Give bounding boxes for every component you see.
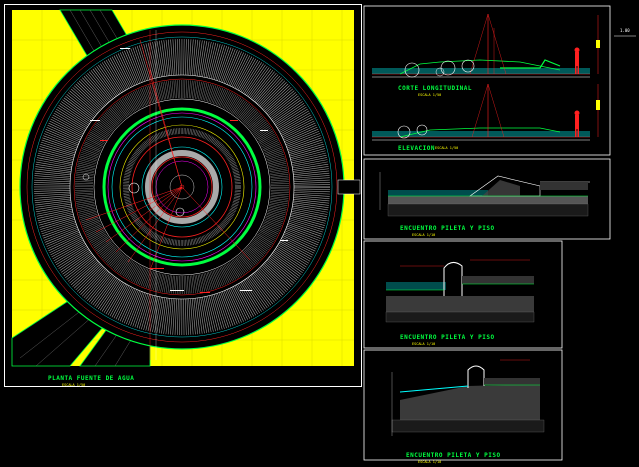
detail-sheet-1 [363,158,611,240]
callout-bubble [82,173,90,181]
detail2-scale: ESCALA 1/10 [412,342,436,346]
detail-sheet-2 [363,240,563,349]
dimension-rays [85,39,251,271]
plan-sheet [4,4,362,387]
detail2-title: ENCUENTRO PILETA Y PISO [400,334,495,341]
elevation-scale: ESCALA 1/50 [435,146,459,150]
detail3-scale: ESCALA 1/10 [418,460,442,464]
right-connector [337,179,361,195]
section-sheet [363,5,611,156]
center-basin [145,150,219,224]
section-scale: ESCALA 1/50 [418,93,442,97]
corner-marker: 1.00 [620,28,630,33]
radial-hatch-band [34,39,330,335]
plan-scale: ESCALA 1/50 [62,383,86,387]
detail-sheet-3 [363,349,563,461]
gravel-layer-2 [386,296,534,312]
gravel-layer [388,196,588,204]
detail3-title: ENCUENTRO PILETA Y PISO [406,452,501,459]
gravel-layer-3 [400,384,540,426]
elevation-title: ELEVACION [398,145,436,152]
callout-bubble [175,207,185,217]
section-title: CORTE LONGITUDINAL [398,85,473,92]
plan-title: PLANTA FUENTE DE AGUA [48,375,135,382]
inner-hatch-band [75,80,289,294]
callout-bubble [128,182,140,194]
scale-figure [574,47,580,74]
pool-edge-red [131,136,233,238]
pool-ring-green [102,107,262,267]
detail1-title: ENCUENTRO PILETA Y PISO [400,225,495,232]
detail1-scale: ESCALA 1/10 [412,233,436,237]
